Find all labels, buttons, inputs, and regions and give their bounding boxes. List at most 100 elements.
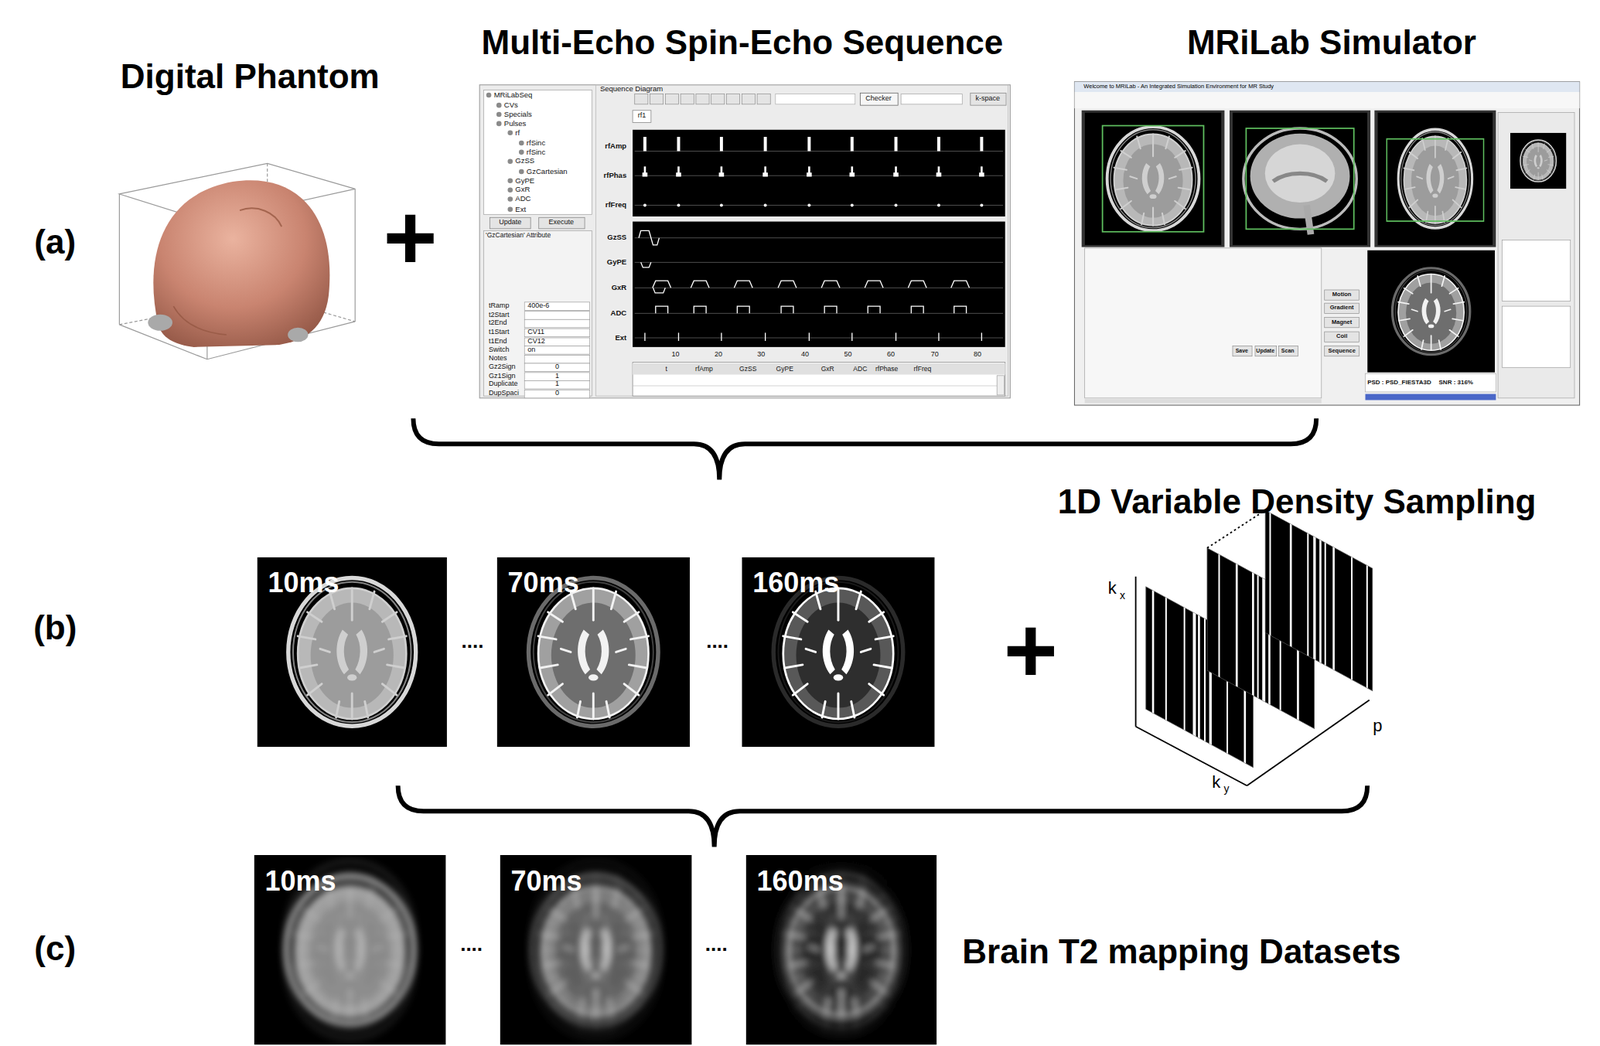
- screenshot-text: SNR : 316%: [1439, 378, 1474, 386]
- adc-window: [954, 306, 967, 314]
- adc-window: [693, 306, 707, 314]
- toolbar-button: [634, 94, 649, 105]
- panel-heading: 1D Variable Density Sampling: [1057, 482, 1537, 522]
- kspace-plane: [1265, 510, 1373, 692]
- mrilab-screenshot: [1084, 112, 1222, 246]
- readout-gradient: [821, 280, 840, 288]
- echo-image: 10ms: [257, 556, 447, 747]
- mrilab-screenshot: [1243, 128, 1357, 229]
- sampled-line: [1313, 536, 1316, 661]
- adc-window: [867, 306, 881, 314]
- adc-window: [781, 306, 794, 314]
- phantom-cube: [354, 188, 356, 322]
- mrilab-screenshot: [1232, 346, 1253, 357]
- toolbar-button: [665, 94, 679, 105]
- generated-art: [486, 92, 1373, 768]
- sampled-line: [1204, 618, 1206, 742]
- screenshot-text: 20: [714, 351, 723, 359]
- screenshot-text: rfAmp: [604, 141, 627, 150]
- screenshot-text: tRamp: [488, 302, 510, 311]
- mrilab-screenshot: [1324, 331, 1360, 342]
- mrilab-screenshot: [1074, 81, 1580, 406]
- readout-gradient: [690, 280, 710, 288]
- rf-freq: [807, 203, 811, 207]
- screenshot-text: Coil: [1336, 333, 1348, 340]
- rf-freq: [894, 203, 898, 207]
- readout-gradient: [864, 280, 884, 288]
- phantom-head: [287, 327, 308, 342]
- rf-pulse: [894, 136, 898, 151]
- rf-phase: [719, 172, 725, 177]
- screenshot-text: Switch: [488, 346, 510, 355]
- screenshot-text: CV11: [527, 328, 545, 337]
- rf-pulse: [643, 136, 647, 151]
- echo-image: 70ms: [500, 855, 693, 1045]
- sampled-line: [1366, 565, 1369, 689]
- rf-freq: [850, 203, 854, 207]
- mrilab-screenshot: [1398, 129, 1472, 229]
- plus-sign: +: [1003, 599, 1058, 702]
- tree-icon: [518, 169, 525, 175]
- sampled-line: [1183, 607, 1186, 731]
- screenshot-text: Ext: [515, 204, 526, 213]
- sampled-line: [1289, 523, 1293, 648]
- screenshot-text: GyPE: [515, 176, 535, 185]
- sequence-screenshot: [859, 92, 898, 106]
- value-box: [524, 302, 590, 311]
- screenshot-text: GxR: [515, 185, 530, 194]
- mrilab-screenshot: [1265, 144, 1336, 203]
- mrilab-screenshot: [1324, 289, 1360, 301]
- sampled-line: [1152, 590, 1155, 714]
- screenshot-text: GzSS: [739, 365, 757, 373]
- channel-baseline: [634, 287, 1003, 289]
- sequence-screenshot: [632, 385, 1006, 387]
- screenshot-text: Scan: [1281, 347, 1295, 355]
- echo-time: 70ms: [497, 556, 580, 599]
- mrilab-screenshot: [1497, 112, 1575, 398]
- rf-phase: [936, 172, 942, 177]
- mrilab-screenshot: [1255, 346, 1277, 357]
- value-box: [524, 346, 590, 355]
- rf-phase: [675, 172, 682, 177]
- mrilab-screenshot: [1232, 112, 1368, 246]
- echo-images: [497, 557, 690, 748]
- axis-label: k: [1211, 773, 1221, 792]
- screenshot-text: Sequence: [1327, 347, 1355, 355]
- mrilab-screenshot: [1107, 126, 1200, 231]
- adc-window: [655, 306, 669, 314]
- screenshot-text: 10: [672, 351, 680, 359]
- channel-baseline: [634, 204, 1003, 206]
- undersampled-images: [254, 855, 938, 1045]
- mrilab-screenshot: [1324, 303, 1360, 314]
- phantom-head: [147, 314, 173, 331]
- figure-panel: 1D Variable Density Sampling: [1011, 482, 1583, 799]
- sampling-axes: [1135, 576, 1137, 727]
- sequence-screenshot: [479, 85, 1010, 399]
- channel-baseline: [634, 337, 1003, 339]
- readout-gradient: [652, 280, 672, 288]
- ellipsis: ....: [705, 932, 728, 956]
- mrilab-screenshot: [1367, 250, 1495, 373]
- grouping-brace: [412, 418, 1317, 480]
- mrilab-screenshot: [1510, 133, 1567, 190]
- sequence-screenshot: [596, 85, 1009, 396]
- sampled-line: [1332, 546, 1335, 671]
- mrilab-screenshot: [1272, 173, 1328, 181]
- undersampled-images: [285, 890, 415, 1040]
- mrilab-screenshot: [1391, 268, 1470, 355]
- ellipsis: ....: [460, 629, 484, 652]
- undersampled-images: [531, 890, 661, 1040]
- undersampled-images: [777, 890, 906, 1040]
- mrilab-screenshot: [1377, 112, 1493, 246]
- screenshot-text: t2Start: [488, 311, 510, 320]
- undersampled-images: [500, 855, 693, 1045]
- screenshot-text: 40: [801, 351, 809, 359]
- tree-icon: [507, 178, 513, 185]
- screenshot-text: 0: [555, 363, 560, 372]
- axis-label: y: [1224, 784, 1230, 796]
- screenshot-text: t: [665, 365, 667, 373]
- rf-pulse: [937, 136, 941, 151]
- mrilab-screenshot: [1232, 112, 1368, 246]
- mrilab-screenshot: [1084, 248, 1322, 399]
- channel-baseline: [634, 313, 1003, 314]
